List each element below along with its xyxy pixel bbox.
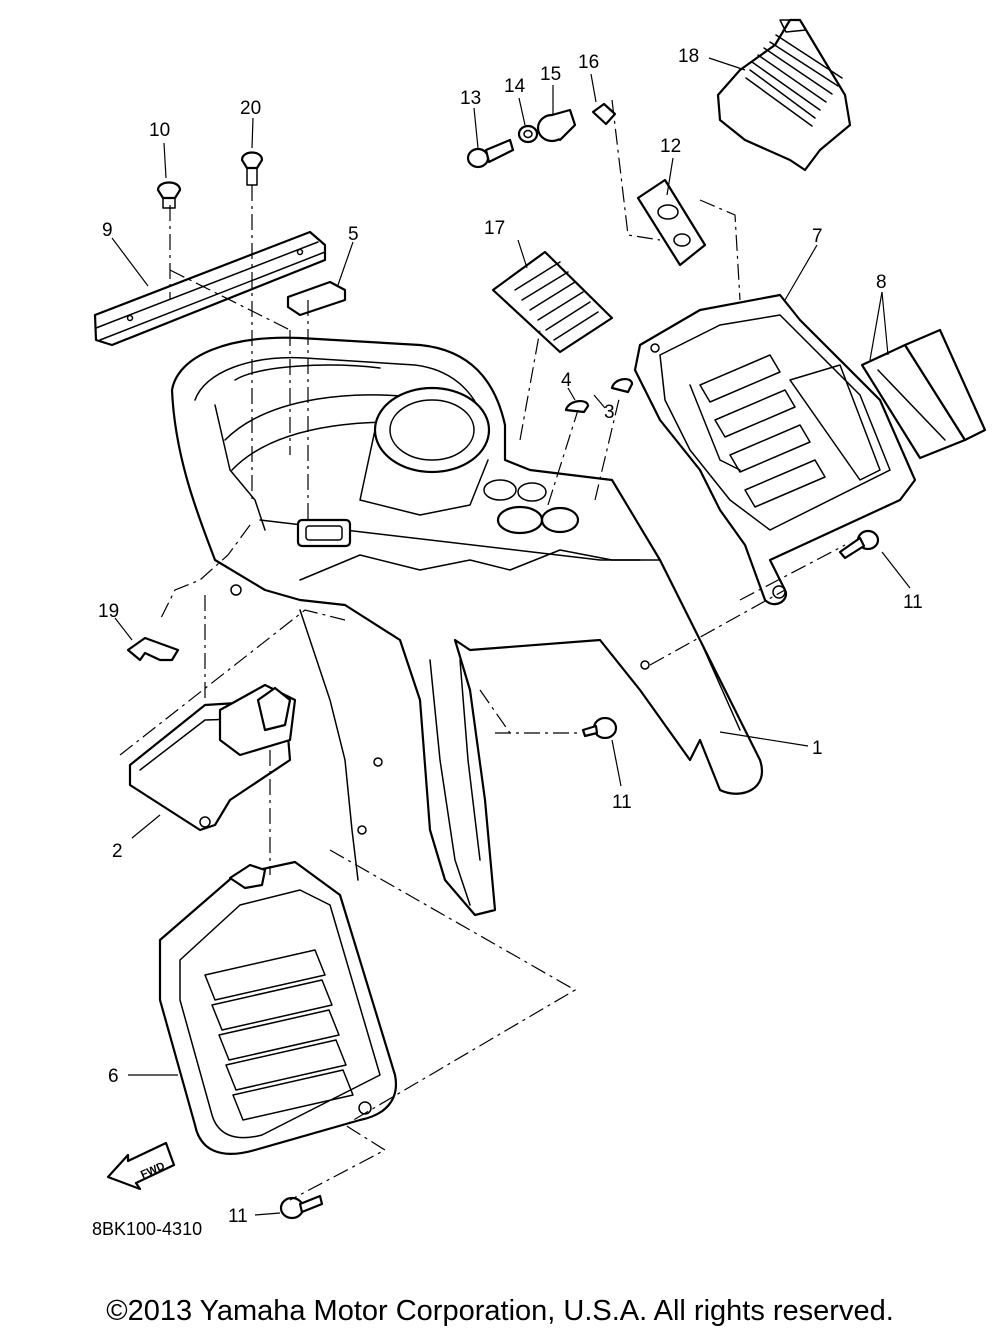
- part-17-plate: [491, 250, 614, 354]
- part-12-bracket: [636, 178, 707, 267]
- callout-7: 7: [812, 226, 823, 247]
- callout-14: 14: [504, 76, 526, 97]
- callout-10: 10: [149, 120, 170, 141]
- assembly-lines: [119, 99, 846, 1201]
- callout-6: 6: [108, 1066, 119, 1087]
- leader-lines: [111, 57, 911, 1216]
- callout-5: 5: [348, 224, 359, 245]
- parts-3-4-grommets: [564, 378, 634, 414]
- part-11-bolts: [279, 529, 880, 1220]
- part-8-pads: [860, 328, 987, 460]
- part-18-boot: [716, 18, 852, 172]
- part-6-lower-panel: [158, 860, 398, 1155]
- part-5-cap: [286, 280, 347, 317]
- part-9-rail: [93, 230, 327, 347]
- callout-11-bottom: 11: [228, 1206, 248, 1227]
- fwd-arrow-icon: FWD: [106, 1141, 176, 1191]
- part-19-clamp: [126, 636, 180, 662]
- part-2-cover: [128, 683, 297, 832]
- callout-1: 1: [812, 738, 823, 759]
- callout-labels: 1 2 3 4 5 6 7 8 9 10 11 11 11 12 13 14 1…: [98, 46, 923, 1227]
- callout-17: 17: [484, 218, 505, 239]
- callout-2: 2: [112, 841, 123, 862]
- copyright-notice: ©2013 Yamaha Motor Corporation, U.S.A. A…: [106, 1295, 894, 1327]
- callout-12: 12: [660, 136, 681, 157]
- callout-11-center: 11: [612, 792, 632, 813]
- callout-19: 19: [98, 601, 119, 622]
- parts-10-20-clips: [156, 151, 264, 209]
- callout-16: 16: [578, 52, 599, 73]
- callout-13: 13: [460, 88, 481, 109]
- callout-20: 20: [240, 98, 261, 119]
- callout-18: 18: [678, 46, 699, 67]
- callout-3: 3: [604, 402, 615, 423]
- part-7-upper-panel: [633, 293, 917, 606]
- parts-13-16-fasteners: [466, 102, 617, 169]
- part-1-front-body: [170, 336, 763, 917]
- diagram-code: 8BK100-4310: [92, 1219, 202, 1239]
- callout-4: 4: [561, 370, 572, 391]
- callout-8: 8: [876, 272, 887, 293]
- callout-11-right: 11: [903, 592, 923, 613]
- callout-9: 9: [102, 220, 113, 241]
- callout-15: 15: [540, 64, 561, 85]
